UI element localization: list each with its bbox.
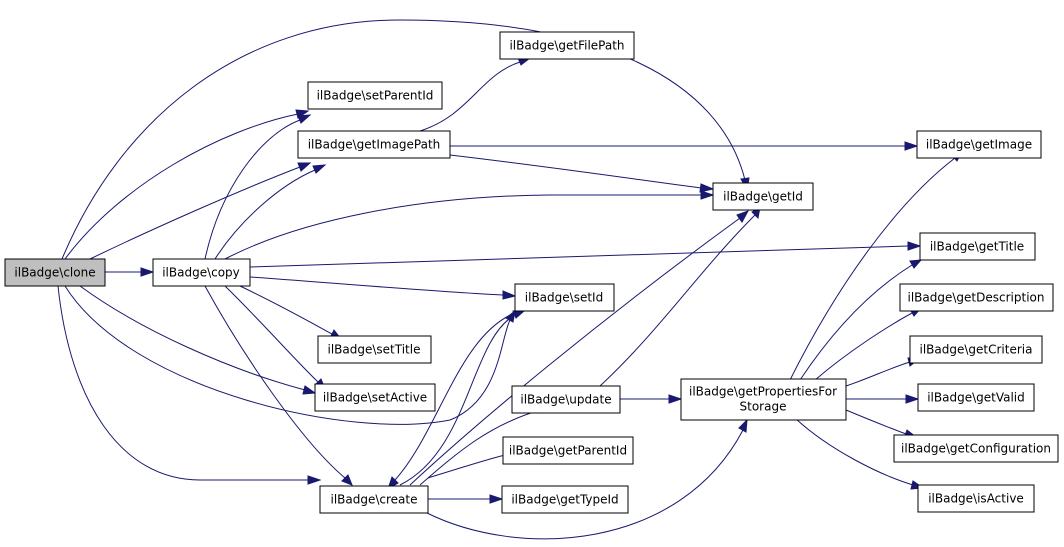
svg-text:ilBadge\getValid: ilBadge\getValid: [927, 391, 1025, 405]
node-getParentId[interactable]: ilBadge\getParentId: [502, 436, 634, 465]
svg-text:ilBadge\getCriteria: ilBadge\getCriteria: [920, 343, 1033, 357]
node-setActive[interactable]: ilBadge\setActive: [314, 383, 436, 412]
edge-gpfs-getValid: [846, 394, 920, 404]
edge-clone-create: [57, 285, 322, 485]
svg-text:ilBadge\setActive: ilBadge\setActive: [323, 391, 427, 405]
node-getCriteria[interactable]: ilBadge\getCriteria: [909, 335, 1043, 364]
edge-copy-setActive: [224, 285, 326, 390]
node-getConfiguration[interactable]: ilBadge\getConfiguration: [893, 434, 1059, 463]
svg-text:ilBadge\getImagePath: ilBadge\getImagePath: [308, 138, 441, 152]
edge-clone-setActive: [79, 285, 317, 395]
edge-clone-setId: [64, 285, 516, 425]
node-getId[interactable]: ilBadge\getId: [712, 182, 814, 211]
node-setParentId[interactable]: ilBadge\setParentId: [307, 81, 443, 110]
svg-text:ilBadge\getTypeId: ilBadge\getTypeId: [511, 493, 618, 507]
node-getFilePath[interactable]: ilBadge\getFilePath: [499, 31, 635, 60]
svg-text:ilBadge\create: ilBadge\create: [330, 493, 417, 507]
node-getTypeId[interactable]: ilBadge\getTypeId: [501, 485, 629, 514]
edge-create-getId: [409, 210, 750, 486]
svg-text:ilBadge\setId: ilBadge\setId: [525, 291, 603, 305]
node-update[interactable]: ilBadge\update: [511, 385, 621, 414]
svg-text:ilBadge\getPropertiesFor: ilBadge\getPropertiesFor: [689, 385, 837, 399]
edge-gpfs-getConfiguration: [845, 409, 918, 439]
svg-text:ilBadge\getId: ilBadge\getId: [723, 190, 803, 204]
svg-text:ilBadge\getImage: ilBadge\getImage: [926, 138, 1032, 152]
node-isActive[interactable]: ilBadge\isActive: [917, 484, 1035, 513]
edge-copy-setParentId: [204, 114, 312, 260]
edge-copy-getId: [224, 190, 715, 260]
node-getPropertiesForStorage[interactable]: ilBadge\getPropertiesFor Storage: [680, 378, 847, 421]
svg-text:ilBadge\copy: ilBadge\copy: [162, 266, 240, 280]
svg-text:ilBadge\setTitle: ilBadge\setTitle: [328, 343, 421, 357]
node-copy[interactable]: ilBadge\copy: [152, 258, 251, 287]
node-setTitle[interactable]: ilBadge\setTitle: [317, 335, 432, 364]
svg-text:ilBadge\isActive: ilBadge\isActive: [928, 492, 1024, 506]
node-create[interactable]: ilBadge\create: [319, 485, 429, 514]
svg-text:Storage: Storage: [740, 400, 787, 414]
edge-update-getId: [599, 205, 761, 387]
edge-copy-getTitle: [249, 241, 922, 268]
edge-create-getParentId: [427, 450, 517, 479]
edge-clone-copy: [105, 267, 155, 277]
edge-copy-setTitle: [239, 285, 343, 340]
svg-text:ilBadge\update: ilBadge\update: [520, 393, 611, 407]
edge-getImagePath-getId: [449, 154, 715, 193]
edge-copy-getImagePath: [214, 164, 327, 260]
call-nodes: ilBadge\clone ilBadge\copy ilBadge\setPa…: [4, 31, 1059, 514]
edge-gpfs-getCriteria: [845, 357, 922, 387]
node-getTitle[interactable]: ilBadge\getTitle: [919, 232, 1036, 261]
node-clone[interactable]: ilBadge\clone: [4, 258, 106, 287]
edge-create-getPropertiesForStorage: [424, 418, 748, 540]
edge-copy-create: [204, 285, 353, 486]
edge-create-getTypeId: [428, 494, 504, 504]
svg-text:ilBadge\setParentId: ilBadge\setParentId: [317, 89, 434, 103]
node-getDescription[interactable]: ilBadge\getDescription: [899, 283, 1054, 312]
svg-text:ilBadge\getTitle: ilBadge\getTitle: [930, 240, 1024, 254]
edge-copy-setId: [249, 276, 517, 300]
edge-clone-getImagePath: [89, 162, 312, 260]
svg-text:ilBadge\clone: ilBadge\clone: [14, 266, 95, 280]
svg-text:ilBadge\getConfiguration: ilBadge\getConfiguration: [901, 442, 1051, 456]
svg-text:ilBadge\getFilePath: ilBadge\getFilePath: [509, 39, 624, 53]
svg-text:ilBadge\getParentId: ilBadge\getParentId: [509, 444, 627, 458]
edge-gpfs-getDescription: [814, 307, 923, 381]
edge-update-getPropertiesForStorage: [620, 394, 683, 404]
node-getImagePath[interactable]: ilBadge\getImagePath: [297, 130, 451, 159]
node-setId[interactable]: ilBadge\setId: [514, 283, 615, 312]
svg-text:ilBadge\getDescription: ilBadge\getDescription: [908, 291, 1045, 305]
call-edges: [57, 19, 964, 540]
node-getImage[interactable]: ilBadge\getImage: [916, 130, 1042, 159]
edge-gpfs-getTitle: [799, 259, 923, 381]
edge-getImagePath-getImage: [450, 141, 919, 151]
node-getValid[interactable]: ilBadge\getValid: [917, 383, 1035, 412]
